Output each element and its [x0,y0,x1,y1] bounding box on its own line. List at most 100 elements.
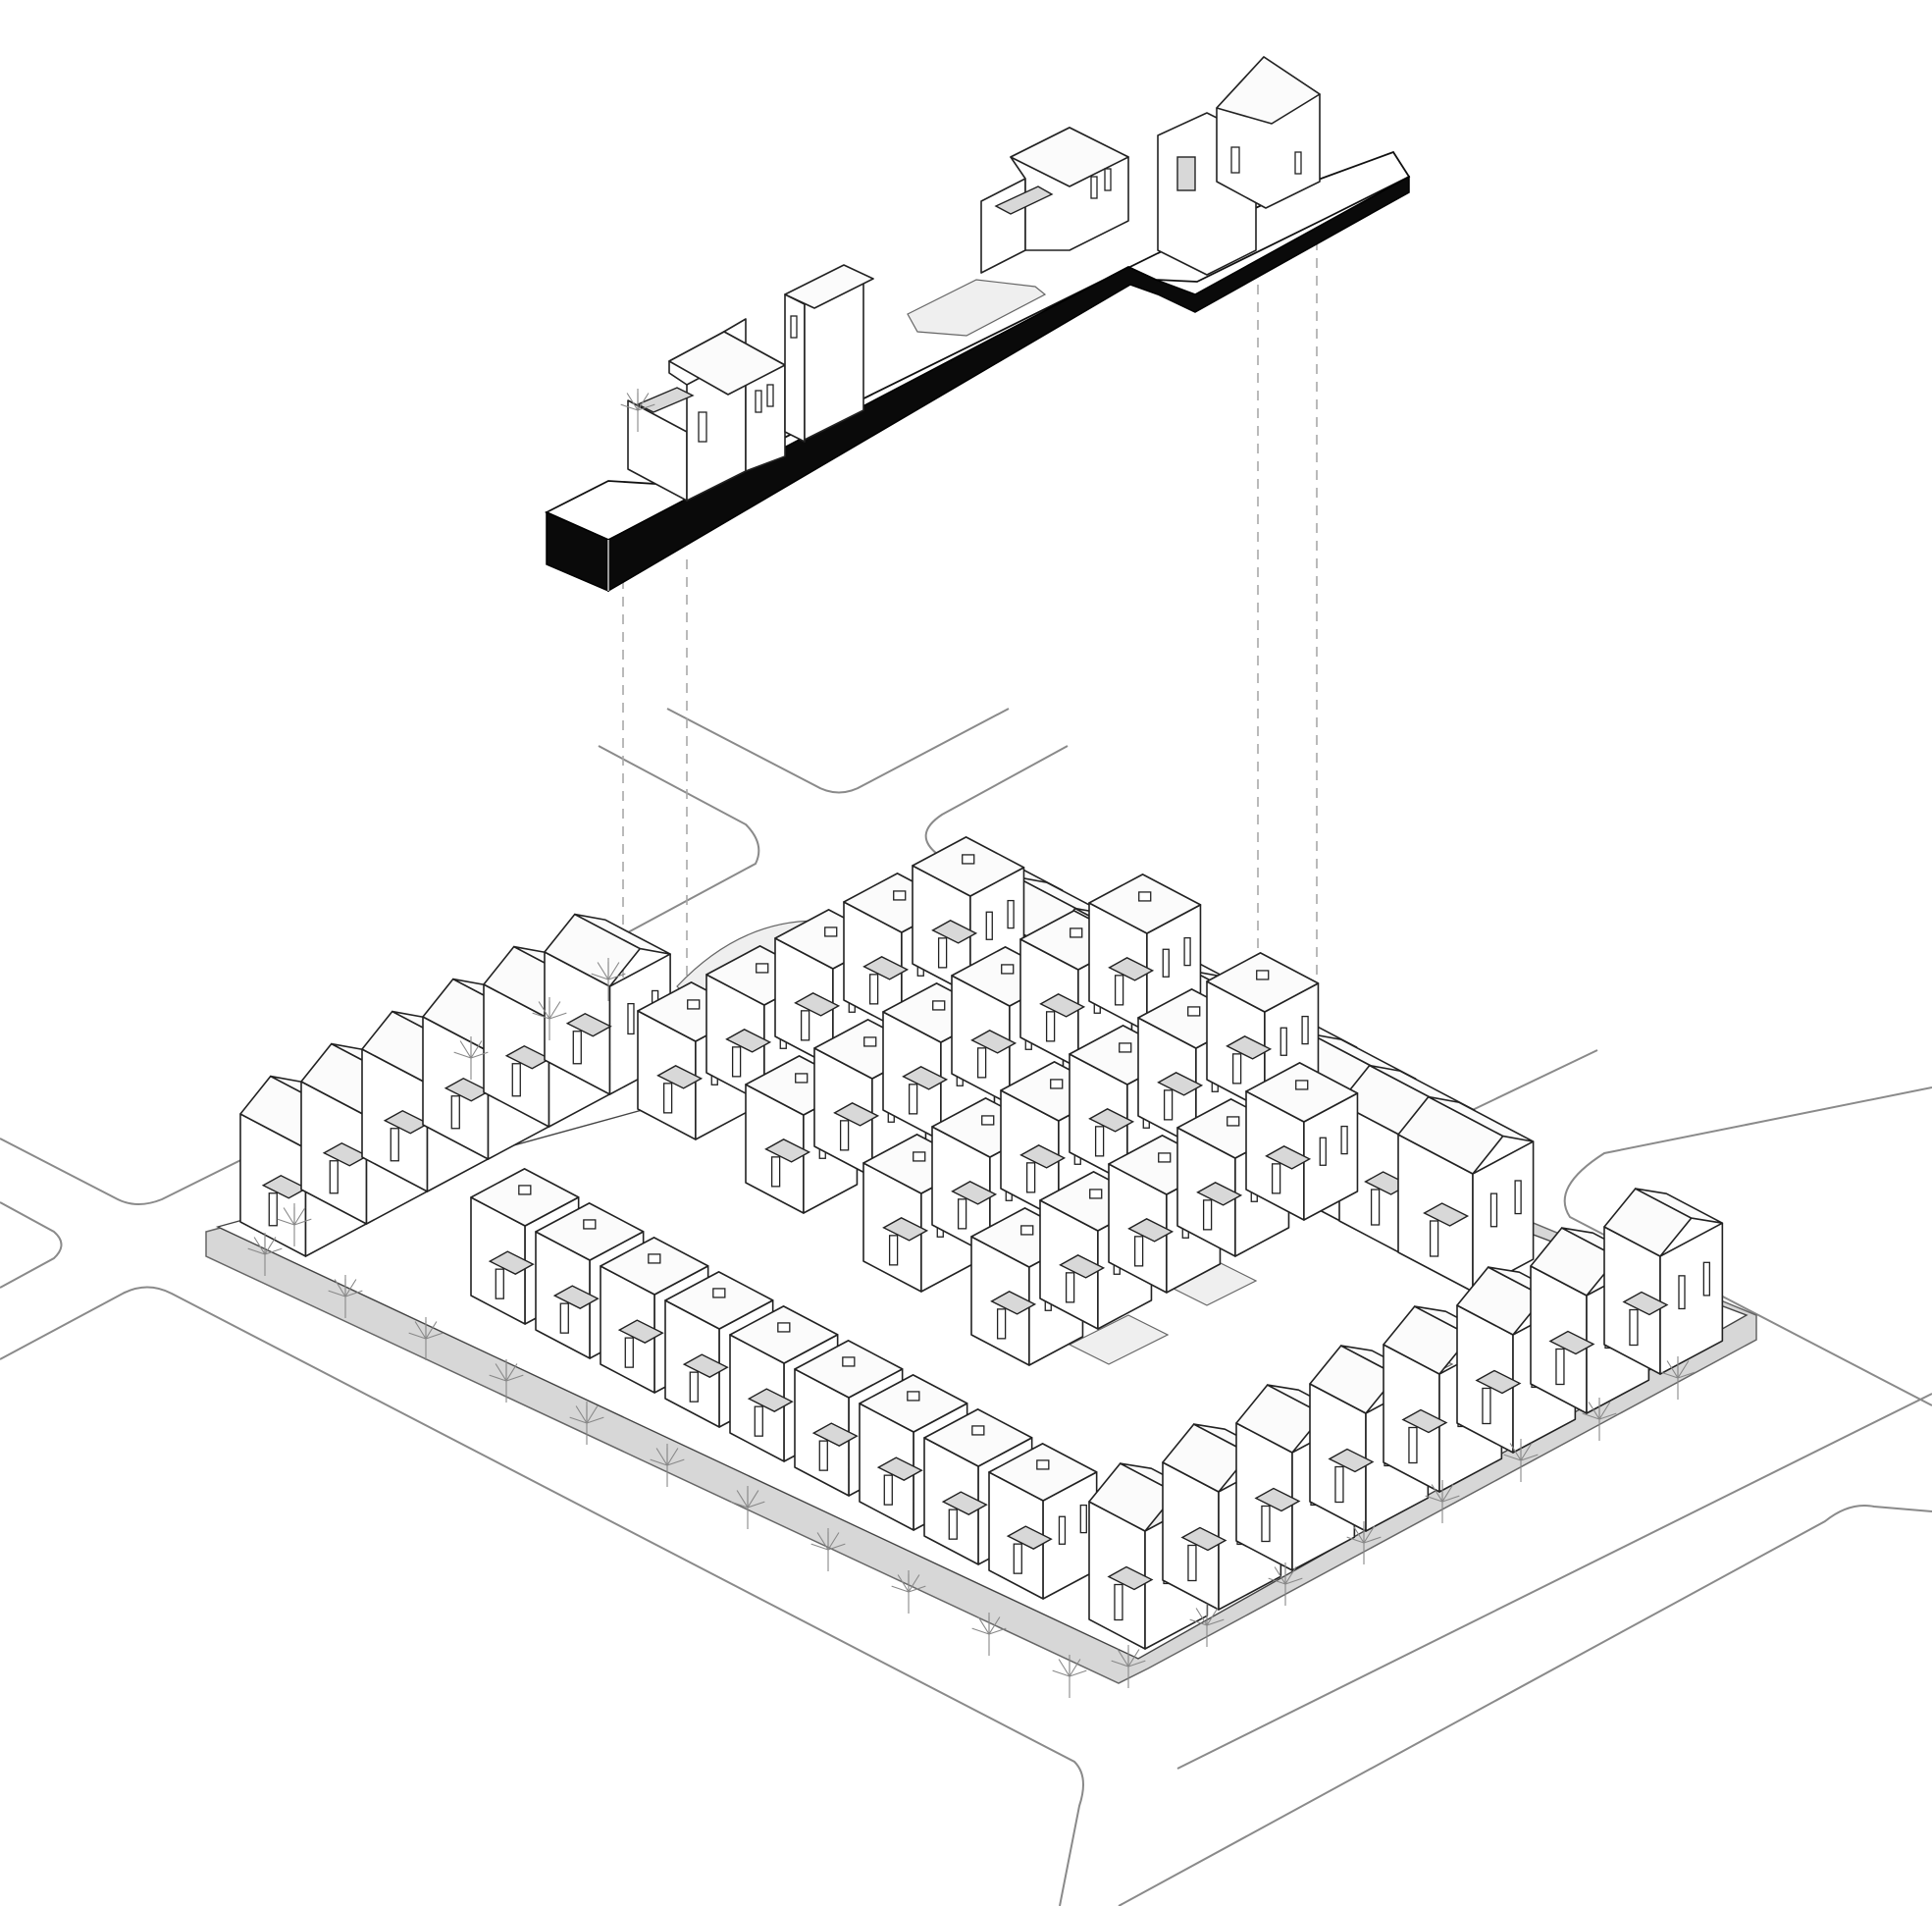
house-interior-1-3-door [800,1010,810,1041]
tree-sw-2-branch [344,1290,363,1297]
tree-se-3 [1268,1562,1303,1606]
house-interior-1-3-balcony-canopy [794,992,841,1017]
house-nw-row-5-door [511,1063,521,1097]
house-interior-3-4-roof-vent [1119,1042,1132,1053]
house-sw-row-3-balcony-canopy [617,1319,664,1344]
tree-strip-branch [637,403,655,411]
house-sw-row-1-balcony-canopy [488,1250,535,1275]
house-se-row-4-door [1334,1465,1344,1504]
tree-se-1-branch [1127,1660,1146,1668]
road-edge-west-1 [0,1118,325,1205]
house-sw-row-6-roof [794,1340,904,1399]
house-nw-row-2-door [329,1160,339,1194]
house-sw-row-4-roof [664,1271,774,1330]
house-interior-2-2-roof-vent [863,1036,877,1047]
house-interior-3-6-roof-vent [1256,970,1270,980]
house-sw-row-4-roof-vent [712,1288,726,1298]
house-sw-row-9-door [1013,1543,1022,1574]
strip-house-1-window [755,390,762,413]
tree-sw-3 [408,1317,444,1360]
house-interior-3-3-door [1025,1162,1036,1193]
house-sw-row-5-door [754,1405,763,1437]
house-se-row-5-door [1408,1426,1418,1464]
house-interior-3-2-balcony-canopy [951,1181,998,1205]
tree-sw-8 [810,1528,846,1571]
house-sw-row-3-door [624,1337,634,1368]
tree-sw-8-branch [827,1543,846,1551]
house-sw-row-6-roof-vent [842,1356,856,1367]
house-se-row-7-door [1555,1348,1565,1386]
tree-se-6-branch [1503,1454,1522,1461]
house-interior-4-3-roof-vent [1158,1152,1172,1163]
tree-sw-2-branch [344,1279,357,1297]
house-sw-row-7-balcony-canopy [876,1456,923,1481]
tree-sw-1-branch [247,1247,266,1255]
house-nw-row-6-balcony-canopy [565,1012,612,1037]
tree-sw-8-branch [810,1543,829,1551]
house-interior-2-6-balcony-canopy [1108,957,1155,981]
house-interior-4-5 [1245,1062,1359,1221]
house-interior-2-6-window [1183,936,1191,967]
tree-nw-3 [453,1036,489,1080]
house-se-row-8-balcony-canopy [1622,1291,1669,1316]
house-interior-3-4-balcony-canopy [1088,1108,1135,1133]
tree-se-1-branch [1127,1649,1140,1668]
strip-house-3-front [980,178,1026,274]
tree-se-7 [1582,1398,1617,1441]
house-se-row-7-balcony-canopy [1548,1330,1595,1355]
strip-house-3 [980,127,1129,274]
house-interior-4-4-door [1202,1199,1213,1231]
house-sw-row-1-door [495,1268,504,1299]
house-interior-4-3-door [1133,1236,1144,1267]
tree-sw-5-branch [586,1416,604,1424]
house-interior-3-3-roof-vent [1050,1079,1064,1089]
tree-se-8-branch [1666,1360,1679,1379]
house-sw-row-5-roof-vent [777,1322,791,1333]
house-se-row-6-balcony-canopy [1475,1369,1522,1395]
tree-sw-1-branch [253,1237,266,1255]
house-se-row-8 [1603,1188,1724,1375]
strip-section-cut-side [607,175,1410,593]
house-se-row-2-balcony-canopy [1180,1526,1227,1552]
house-interior-4-5-door [1271,1163,1281,1194]
house-sw-row-9-window [1058,1515,1067,1545]
tree-sw-7-branch [736,1490,749,1509]
tree-se-6-branch [1520,1443,1533,1461]
house-interior-2-5-roof-vent [1070,927,1083,938]
tree-nw-3-branch [453,1051,472,1059]
house-interior-2-3-balcony-canopy [902,1066,949,1090]
tree-nw-1-branch [591,973,609,980]
projection-lines [622,240,1318,1080]
tree-sw-3-branch [414,1321,427,1340]
tree-sw-4-branch [489,1374,507,1382]
tree-corner-west-branch [293,1207,306,1226]
tree-nw-2-branch [532,1012,550,1020]
tree-nw-2 [532,997,567,1040]
house-interior-1-5-door [937,937,948,969]
house-interior-3-5-roof-vent [1187,1006,1201,1017]
house-se-row-1-door [1114,1583,1123,1621]
house-ne-row-9-door [1429,1220,1439,1257]
tree-sw-6-branch [655,1448,668,1466]
house-interior-2-4-balcony-canopy [970,1030,1018,1054]
house-ne-row-9-window [1489,1192,1498,1228]
house-interior-4-2-door [1065,1272,1075,1303]
house-interior-4-4-roof-vent [1227,1116,1240,1127]
tree-strip-branch [626,393,639,411]
house-interior-2-6-roof-vent [1138,891,1152,902]
tree-sw-10-branch [988,1627,1007,1635]
house-nw-row-6-door [572,1031,582,1065]
house-sw-row-4-door [689,1371,699,1403]
house-se-row-3-balcony-canopy [1254,1487,1301,1512]
strip-house-3-window [1104,168,1112,191]
house-interior-2-6-door [1114,975,1124,1006]
street-grid [0,708,1932,1906]
road-edge-east-2 [1563,1086,1932,1406]
tree-sw-9 [891,1570,926,1614]
house-sw-row-9-balcony-canopy [1006,1525,1053,1550]
house-interior-1-4-roof-vent [893,890,907,901]
house-interior-2-6-roof [1088,874,1202,934]
house-interior-4-5-roof-vent [1295,1080,1309,1090]
